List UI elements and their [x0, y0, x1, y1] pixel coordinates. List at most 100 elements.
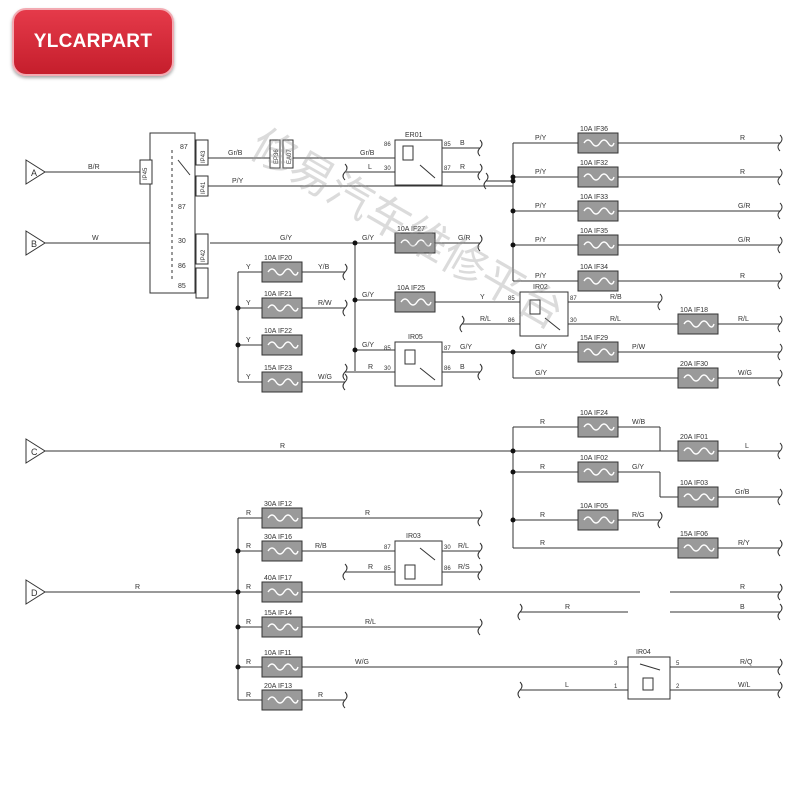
relay-ir04-id: IR04 [636, 649, 651, 656]
fuse-if17: 40A IF17 [261, 575, 303, 603]
wire-break-mark [477, 234, 483, 252]
fuse-body [577, 234, 619, 256]
input-a: A [25, 159, 46, 185]
wire-label: R [246, 543, 251, 550]
wire-break-mark [477, 363, 483, 381]
fuse-link-icon [267, 514, 299, 522]
wire-labels: B/R W R R Gr/B Gr/B P/Y G/Y G/Y G/Y G/Y … [88, 135, 753, 699]
main-relay-pin-87: 87 [180, 144, 188, 151]
fuse-if23: 15A IF23 [261, 365, 303, 393]
main-relay-pin-30: 30 [178, 238, 186, 245]
fuse-link-icon [267, 623, 299, 631]
wire-break-mark [777, 369, 783, 387]
relay-ir02-pin: 87 [570, 296, 577, 302]
wire-break-mark [342, 563, 348, 581]
wire-break-mark [777, 539, 783, 557]
fuse-link-icon [267, 588, 299, 596]
fuse-body [261, 689, 303, 711]
wire-label: P/W [632, 344, 646, 351]
wire-label: R/L [365, 619, 376, 626]
wire-break-mark [477, 563, 483, 581]
fuse-if25: 10A IF25 [394, 285, 436, 313]
wire-label: R/L [480, 316, 491, 323]
fuse-body [577, 341, 619, 363]
fuse-if34: 10A IF34 [577, 264, 619, 292]
fuse-link-icon [583, 139, 615, 147]
wire-break-mark [342, 299, 348, 317]
fuse-body [261, 507, 303, 529]
wire-break-mark [517, 603, 523, 621]
wire-break-mark [342, 263, 348, 281]
wire-label: R/B [610, 294, 622, 301]
fuse-link-icon [683, 320, 715, 328]
wire-label: P/Y [535, 135, 547, 142]
wire-label: Y [246, 374, 251, 381]
fuse-label: 10A IF21 [264, 291, 292, 298]
fuse-label: 10A IF11 [264, 650, 292, 657]
wire-label: B [740, 604, 745, 611]
fuse-if27: 10A IF27 [394, 226, 436, 254]
fuse-label: 20A IF30 [680, 361, 708, 368]
fuse-if18: 10A IF18 [677, 307, 719, 335]
junction-dots [235, 174, 516, 670]
fuse-body [261, 261, 303, 283]
wire-break-mark [777, 202, 783, 220]
wire-label: G/Y [535, 370, 547, 377]
wire-label: R [365, 510, 370, 517]
fuse-link-icon [267, 268, 299, 276]
fuse-if02: 10A IF02 [577, 455, 619, 483]
relay-er01-pin: 30 [384, 166, 391, 172]
wire-label: R [318, 692, 323, 699]
connector-ep36: EP36 [274, 149, 280, 164]
relays: ER01 86 85 30 87 IR02 85 87 86 30 IR05 8… [384, 132, 680, 700]
wire-label: W [92, 235, 99, 242]
fuse-if01: 20A IF01 [677, 434, 719, 462]
wire-label: G/R [738, 203, 750, 210]
wire-break-mark [342, 691, 348, 709]
input-c-label: C [31, 447, 38, 457]
relay-ir03-pin: 87 [384, 545, 391, 551]
wire-break-marks [342, 134, 783, 709]
wire-label: P/Y [535, 237, 547, 244]
wire-label: R [565, 604, 570, 611]
wire-label: R [368, 564, 373, 571]
wire-label: W/G [738, 370, 752, 377]
fuse-link-icon [267, 341, 299, 349]
wire-label: R [460, 164, 465, 171]
wire-break-mark [777, 603, 783, 621]
wire-break-mark [477, 163, 483, 181]
relay-ir03-pin: 85 [384, 566, 391, 572]
relay-ir03: IR03 87 30 85 86 [384, 533, 451, 586]
relay-ir02-pin: 30 [570, 318, 577, 324]
relay-er01-pin: 86 [384, 142, 391, 148]
wire-label: R [135, 584, 140, 591]
relay-ir04-pin: 2 [676, 684, 680, 690]
wire-label: R/S [458, 564, 470, 571]
wire-label: L [368, 164, 372, 171]
fuse-if14: 15A IF14 [261, 610, 303, 638]
wire-label: R [740, 169, 745, 176]
fuse-if12: 30A IF12 [261, 501, 303, 529]
fuse-if35: 10A IF35 [577, 228, 619, 256]
wire-label: G/Y [280, 235, 292, 242]
wire-break-mark [477, 542, 483, 560]
main-relay-block: 87 30 87 85 86 IP45 IP43 IP41 IP42 [139, 132, 209, 299]
wire-label: R/L [458, 543, 469, 550]
wire-label: R/Y [738, 540, 750, 547]
fuse-body [261, 540, 303, 562]
relay-ir05: IR05 85 87 30 86 [384, 334, 451, 387]
fuse-label: 10A IF24 [580, 410, 608, 417]
fuse-if05: 10A IF05 [577, 503, 619, 531]
wire-label: G/Y [535, 344, 547, 351]
fuse-label: 30A IF16 [264, 534, 292, 541]
wire-break-mark [483, 172, 489, 190]
relay-ir05-pin: 30 [384, 366, 391, 372]
fuse-label: 15A IF14 [264, 610, 292, 617]
fuse-body [577, 200, 619, 222]
wire-label: B/R [88, 164, 100, 171]
fuse-label: 30A IF12 [264, 501, 292, 508]
wire-label: Gr/B [735, 489, 750, 496]
fuse-if36: 10A IF36 [577, 126, 619, 154]
input-d: D [25, 579, 46, 605]
